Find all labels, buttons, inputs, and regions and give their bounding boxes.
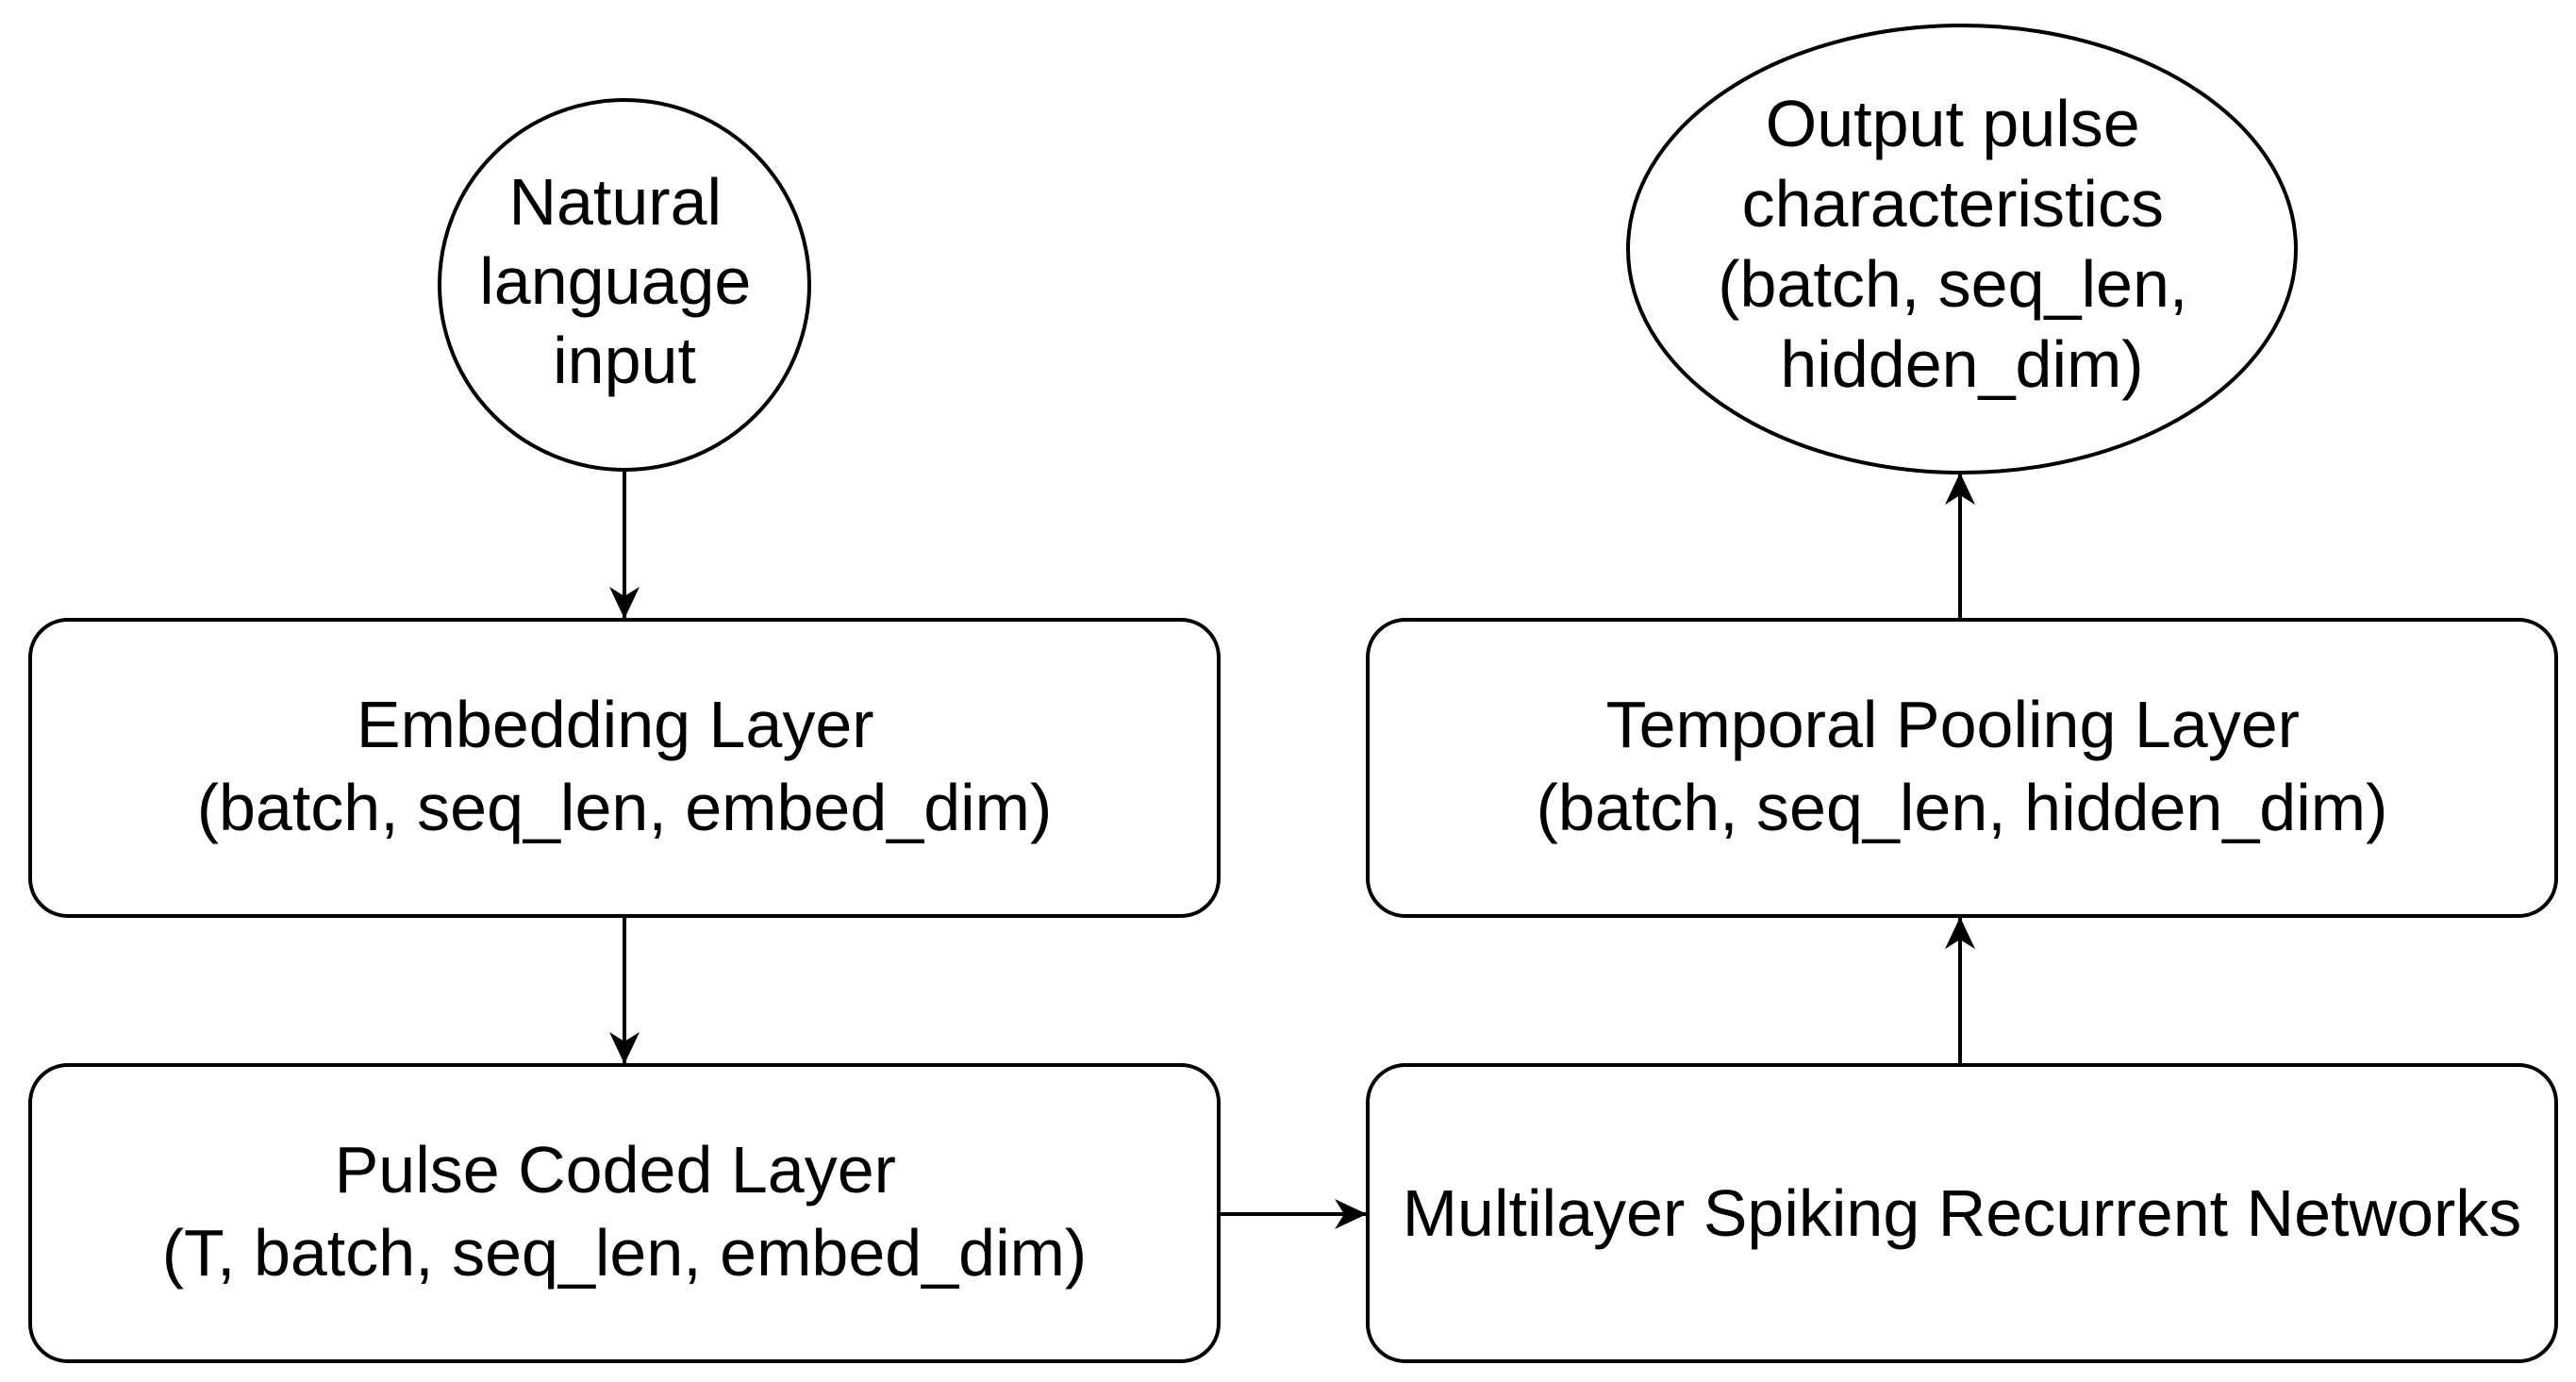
arrowhead-input-to-embedding [609, 587, 640, 619]
arrowhead-embedding-to-pulse [609, 1032, 640, 1064]
node-temporal-pooling-layer: Temporal Pooling Layer (batch, seq_len, … [1366, 618, 2558, 918]
pulse-shape: (T, batch, seq_len, embed_dim) [162, 1216, 1088, 1290]
node-output-pulse-characteristics: Output pulse characteristics (batch, seq… [1626, 24, 2298, 475]
input-line-1: Natural [508, 165, 722, 239]
svg-text:Temporal Pooling Layer (: Temporal Pooling Layer (batch, seq_len, … [1537, 688, 2388, 844]
embedding-shape: (batch, seq_len, embed_dim) [197, 771, 1053, 844]
svg-text:Multilayer Spiking Recurrent N: Multilayer Spiking Recurrent Networks [1403, 1176, 2522, 1250]
pulse-title: Pulse Coded Layer [335, 1133, 896, 1207]
svg-text:Natural language i: Natural language input [479, 165, 770, 397]
output-line-3: (batch, seq_len, [1718, 247, 2187, 321]
output-line-4: hidden_dim) [1780, 327, 2143, 401]
svg-text:Output pulse characteris: Output pulse characteristics (batch, seq… [1718, 87, 2206, 401]
output-line-2: characteristics [1742, 167, 2164, 241]
embedding-title: Embedding Layer [357, 688, 874, 761]
node-pulse-coded-layer: Pulse Coded Layer (T, batch, seq_len, em… [28, 1063, 1221, 1363]
svg-text:Pulse Coded Layer (T, ba: Pulse Coded Layer (T, batch, seq_len, em… [162, 1133, 1088, 1290]
node-natural-language-input: Natural language input [438, 98, 811, 472]
srn-title: Multilayer Spiking Recurrent Networks [1403, 1176, 2522, 1250]
input-line-2: language [479, 244, 751, 318]
arrowhead-pulse-to-srn [1335, 1199, 1367, 1229]
pooling-shape: (batch, seq_len, hidden_dim) [1537, 771, 2388, 844]
output-line-1: Output pulse [1766, 87, 2140, 160]
node-multilayer-spiking-recurrent-networks: Multilayer Spiking Recurrent Networks [1366, 1063, 2558, 1363]
node-embedding-layer: Embedding Layer (batch, seq_len, embed_d… [28, 618, 1221, 918]
arrowhead-pooling-to-output [1945, 473, 1975, 505]
input-line-3: input [553, 324, 696, 397]
edges [609, 472, 1975, 1229]
svg-text:Embedding Layer (batch,: Embedding Layer (batch, seq_len, embed_d… [197, 688, 1053, 844]
pooling-title: Temporal Pooling Layer [1606, 688, 2300, 761]
arrowhead-srn-to-pooling [1945, 917, 1975, 949]
